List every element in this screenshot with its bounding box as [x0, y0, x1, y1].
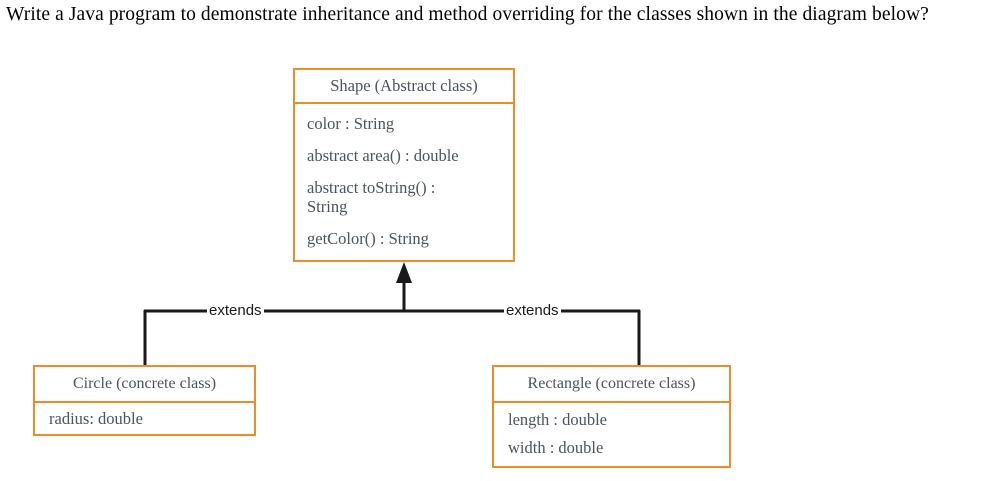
class-members-rectangle: length : double width : double	[494, 403, 729, 472]
edge-label-extends-rectangle: extends	[504, 302, 561, 319]
edge-label-extends-circle: extends	[207, 302, 264, 319]
class-member: length : double	[508, 410, 607, 429]
class-title-rectangle: Rectangle (concrete class)	[494, 367, 729, 403]
class-member: radius: double	[49, 409, 143, 428]
class-member: getColor() : String	[307, 229, 429, 248]
class-members-shape: color : String abstract area() : double …	[295, 104, 513, 256]
class-title-circle: Circle (concrete class)	[35, 367, 254, 403]
class-box-circle: Circle (concrete class) radius: double	[33, 365, 256, 436]
class-member: abstract toString() : String	[307, 178, 436, 216]
class-member: color : String	[307, 114, 395, 133]
class-box-shape: Shape (Abstract class) color : String ab…	[293, 68, 515, 262]
class-member: width : double	[508, 438, 604, 457]
inheritance-arrow-to-shape	[396, 262, 412, 311]
class-box-rectangle: Rectangle (concrete class) length : doub…	[492, 365, 731, 468]
class-members-circle: radius: double	[35, 403, 254, 434]
question-prompt: Write a Java program to demonstrate inhe…	[6, 4, 929, 25]
class-member: abstract area() : double	[307, 146, 459, 165]
class-title-shape: Shape (Abstract class)	[295, 70, 513, 104]
